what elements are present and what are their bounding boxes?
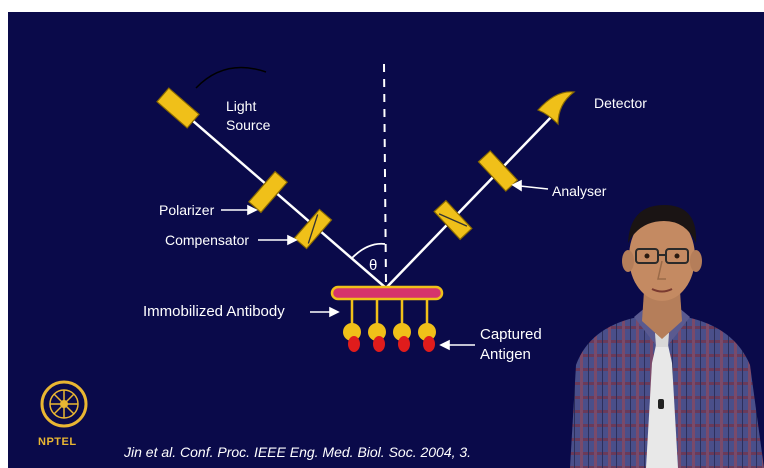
- captured-antigen-label-line2: Antigen: [480, 346, 531, 363]
- presenter-video-picture: [560, 195, 764, 468]
- citation-text: Jin et al. Conf. Proc. IEEE Eng. Med. Bi…: [124, 444, 471, 460]
- polarizer-icon: [249, 172, 287, 213]
- antibody-1: [343, 299, 361, 352]
- nptel-logo-text: NPTEL: [38, 436, 77, 448]
- detector-label: Detector: [594, 95, 647, 112]
- compensator-icon: [294, 209, 331, 248]
- compensator-label: Compensator: [165, 232, 249, 249]
- rotation-arrow-arc: [196, 68, 266, 88]
- reflected-beam: [386, 112, 556, 288]
- captured-antigen-label-line1: Captured: [480, 326, 542, 343]
- detector-icon: [538, 92, 574, 124]
- incident-beam: [178, 108, 386, 288]
- antibody-2: [368, 299, 386, 352]
- substrate-surface: [332, 287, 442, 299]
- antibody-4: [418, 299, 436, 352]
- angle-theta-label: θ: [369, 257, 377, 274]
- angle-arc: [352, 244, 385, 258]
- light-source-label-line1: Light: [226, 98, 256, 115]
- immobilized-antibody-label: Immobilized Antibody: [143, 303, 285, 320]
- antibody-3: [393, 299, 411, 352]
- antibody-antigen-array: [343, 299, 436, 352]
- light-source-label-line2: Source: [226, 117, 270, 134]
- polarizer-label: Polarizer: [159, 202, 214, 219]
- surface-normal-line: [384, 64, 386, 286]
- light-source-icon: [157, 88, 199, 128]
